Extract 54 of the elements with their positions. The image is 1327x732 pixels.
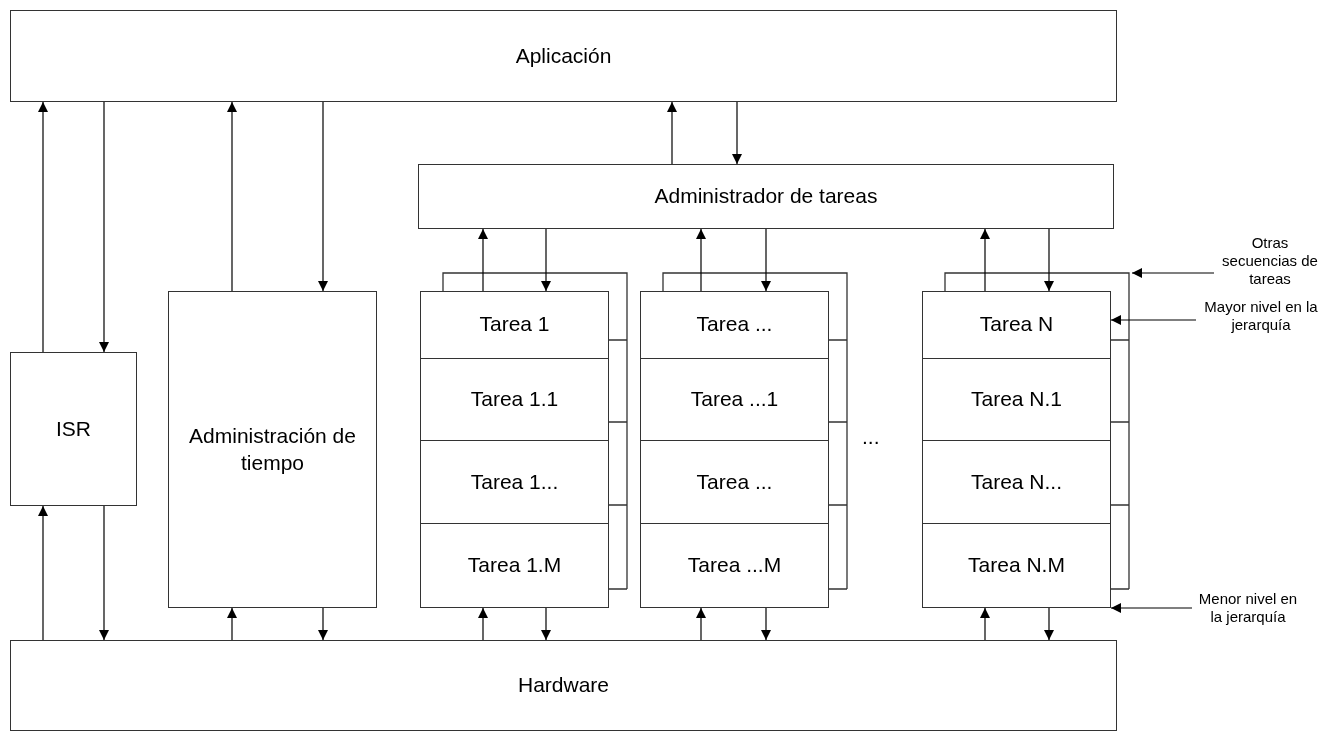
- process-box: [168, 291, 377, 608]
- arrow: [99, 505, 109, 641]
- arrow: [1110, 315, 1197, 325]
- arrow: [38, 505, 48, 641]
- annotation-label: Mayor nivel en la jerarquía: [1203, 298, 1319, 334]
- arrow: [99, 101, 109, 353]
- box-label: Tarea ...M: [687, 551, 782, 578]
- box-label: Administración de tiempo: [188, 423, 357, 476]
- arrow: [1110, 603, 1193, 613]
- process-box: [10, 640, 1117, 731]
- task-stack: [640, 291, 829, 608]
- arrow: [541, 607, 551, 641]
- box-label: ISR: [56, 415, 91, 442]
- arrow: [696, 607, 706, 641]
- box-label: Hardware: [517, 672, 609, 699]
- annotation-label: Otras secuencias de tareas: [1221, 234, 1319, 288]
- arrow: [980, 607, 990, 641]
- arrow: [1044, 228, 1054, 292]
- process-box: [418, 164, 1114, 229]
- arrow: [696, 228, 706, 292]
- arrow: [1131, 268, 1215, 278]
- process-box: [10, 352, 137, 506]
- box-label: Tarea ...: [696, 311, 773, 338]
- process-box: [10, 10, 1117, 102]
- box-label: Tarea N.1: [970, 386, 1062, 413]
- box-label: Tarea 1.M: [467, 551, 562, 578]
- task-stack: [922, 291, 1111, 608]
- arrow: [667, 101, 677, 165]
- box-label: Administrador de tareas: [654, 183, 878, 210]
- box-label: Tarea ...: [696, 468, 773, 495]
- arrow: [227, 607, 237, 641]
- box-label: Tarea N: [979, 311, 1054, 338]
- box-label: Aplicación: [515, 42, 612, 69]
- ellipsis-label: ...: [862, 425, 880, 449]
- arrow: [227, 101, 237, 292]
- arrow: [541, 228, 551, 292]
- box-label: Tarea ...1: [690, 386, 779, 413]
- arrow: [38, 101, 48, 353]
- arrow: [1044, 607, 1054, 641]
- task-stack: [420, 291, 609, 608]
- arrow: [980, 228, 990, 292]
- box-label: Tarea 1: [479, 311, 550, 338]
- arrow: [478, 607, 488, 641]
- arrow: [318, 101, 328, 292]
- arrow: [761, 607, 771, 641]
- annotation-label: Menor nivel en la jerarquía: [1197, 590, 1299, 626]
- arrow: [761, 228, 771, 292]
- arrow: [732, 101, 742, 165]
- arrow: [318, 607, 328, 641]
- box-label: Tarea N.M: [968, 551, 1065, 578]
- arrow: [478, 228, 488, 292]
- box-label: Tarea 1...: [470, 468, 559, 495]
- box-label: Tarea 1.1: [470, 386, 559, 413]
- box-label: Tarea N...: [970, 468, 1062, 495]
